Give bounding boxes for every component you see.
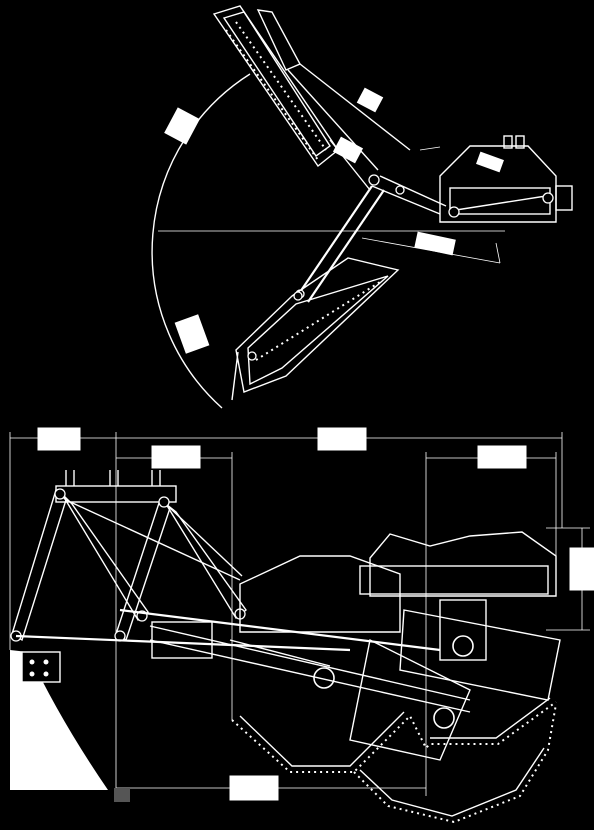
boom-arm bbox=[295, 174, 447, 303]
top-label-box bbox=[476, 151, 504, 173]
tractor-hitch-block bbox=[21, 651, 61, 683]
bottom-label-box bbox=[477, 445, 527, 469]
bottom-label-box bbox=[229, 775, 279, 801]
lower-mower-deck bbox=[231, 257, 400, 401]
tractor-wheel-silhouette bbox=[10, 650, 108, 790]
bottom-view bbox=[9, 427, 594, 824]
mowing-path bbox=[231, 697, 557, 824]
linkage-arms bbox=[10, 488, 247, 642]
top-label-box bbox=[174, 314, 210, 354]
boom-beams bbox=[15, 608, 471, 713]
top-view bbox=[151, 5, 573, 409]
bottom-label-box bbox=[569, 547, 594, 591]
reach-arc bbox=[151, 73, 251, 409]
bottom-label-box bbox=[317, 427, 367, 451]
bottom-label-box bbox=[151, 445, 201, 469]
origin-marker bbox=[114, 788, 130, 802]
mower-heads bbox=[239, 531, 561, 761]
top-label-box bbox=[332, 136, 364, 164]
mount-block bbox=[439, 135, 573, 223]
top-label-box bbox=[356, 87, 384, 113]
top-label-box bbox=[414, 231, 456, 256]
bottom-label-box bbox=[37, 427, 81, 451]
top-label-box bbox=[164, 107, 200, 145]
